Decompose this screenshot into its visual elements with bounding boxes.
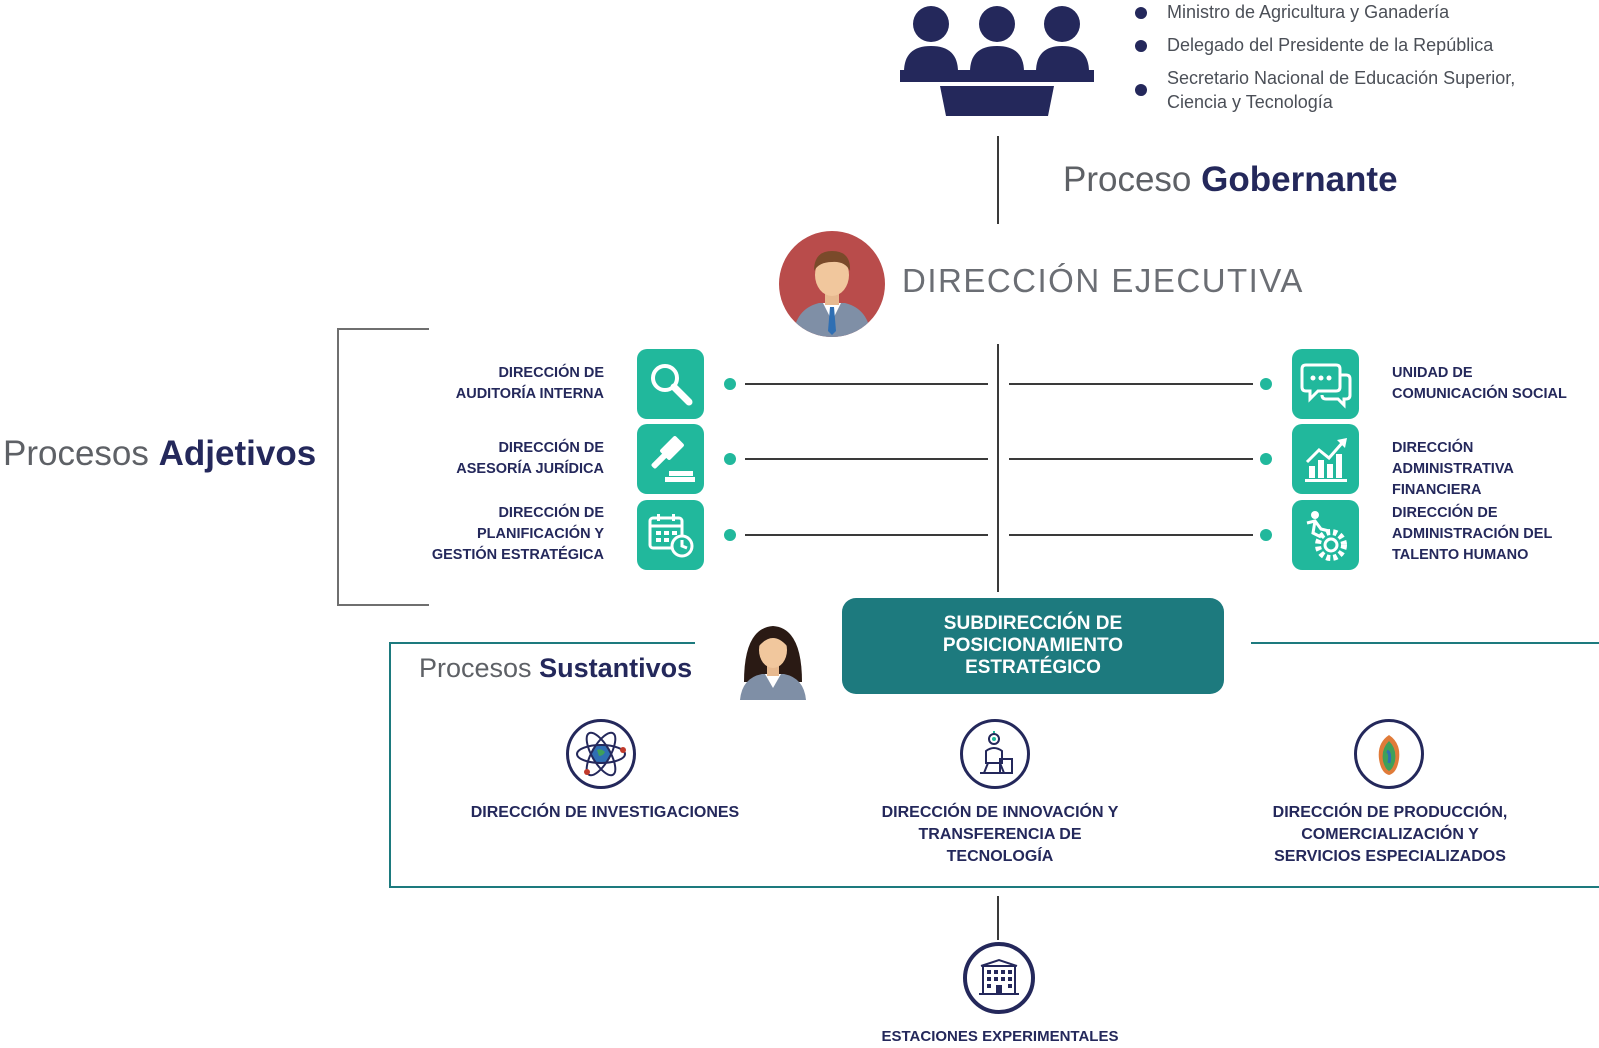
connector-line	[997, 136, 999, 224]
stations-label: ESTACIONES EXPERIMENTALES	[881, 1028, 1119, 1045]
subdirector-avatar	[740, 626, 806, 700]
building-icon	[963, 942, 1035, 1014]
sustantivo-label-innovacion: DIRECCIÓN DE INNOVACIÓN Y TRANSFERENCIA …	[881, 804, 1119, 865]
connector-dot	[1260, 529, 1272, 541]
connector-dot	[1260, 453, 1272, 465]
sustantivo-label-investigaciones: DIRECCIÓN DE INVESTIGACIONES	[470, 804, 740, 821]
unit-label-planificacion: DIRECCIÓN DE PLANIFICACIÓN Y GESTIÓN EST…	[431, 505, 604, 563]
atom-icon	[566, 719, 636, 789]
direccion-ejecutiva-title: DIRECCIÓN EJECUTIVA	[902, 262, 1304, 299]
connector-line	[1009, 534, 1253, 536]
connector-dot	[724, 453, 736, 465]
connector-line	[745, 534, 988, 536]
growth-chart-icon	[1292, 424, 1359, 494]
unit-label-auditoria: DIRECCIÓN DE AUDITORÍA INTERNA	[455, 365, 604, 402]
innovation-person-icon	[960, 719, 1030, 789]
sustantivo-label-produccion: DIRECCIÓN DE PRODUCCIÓN, COMERCIALIZACIÓ…	[1272, 804, 1508, 865]
subdireccion-box: SUBDIRECCIÓN DE POSICIONAMIENTO ESTRATÉG…	[842, 598, 1224, 694]
connector-line	[1009, 383, 1253, 385]
gavel-icon	[637, 424, 704, 494]
board-member: Secretario Nacional de Educación Superio…	[1135, 66, 1537, 114]
central-connector-line	[997, 344, 999, 592]
connector-dot	[724, 378, 736, 390]
chat-bubbles-icon	[1292, 349, 1359, 419]
unit-label-asesoria: DIRECCIÓN DE ASESORÍA JURÍDICA	[456, 440, 604, 477]
adjetivos-bracket	[337, 328, 429, 606]
executive-avatar	[779, 231, 885, 337]
connector-line	[745, 383, 988, 385]
procesos-sustantivos-title: Procesos Sustantivos	[419, 653, 693, 683]
connector-dot	[724, 529, 736, 541]
bullet-icon	[1135, 7, 1147, 19]
connector-dot	[1260, 378, 1272, 390]
unit-label-comunicacion: UNIDAD DE COMUNICACIÓN SOCIAL	[1392, 365, 1567, 402]
connector-line	[997, 896, 999, 940]
board-member: Delegado del Presidente de la República	[1135, 33, 1575, 57]
connector-line	[745, 458, 988, 460]
connector-line	[1009, 458, 1253, 460]
procesos-adjetivos-title: Procesos Adjetivos	[3, 434, 317, 473]
bullet-icon	[1135, 84, 1147, 96]
unit-label-financiera: DIRECCIÓN ADMINISTRATIVA FINANCIERA	[1392, 440, 1514, 498]
board-member: Ministro de Agricultura y Ganadería	[1135, 0, 1575, 24]
runner-gear-icon	[1292, 500, 1359, 570]
seed-icon	[1354, 719, 1424, 789]
calendar-clock-icon	[637, 500, 704, 570]
board-people-icon	[900, 6, 1094, 116]
board-members-list: Ministro de Agricultura y Ganadería Dele…	[1135, 0, 1575, 123]
proceso-gobernante-title: Proceso Gobernante	[1063, 160, 1398, 199]
magnifier-icon	[637, 349, 704, 419]
bullet-icon	[1135, 40, 1147, 52]
unit-label-talento: DIRECCIÓN DE ADMINISTRACIÓN DEL TALENTO …	[1392, 505, 1553, 563]
